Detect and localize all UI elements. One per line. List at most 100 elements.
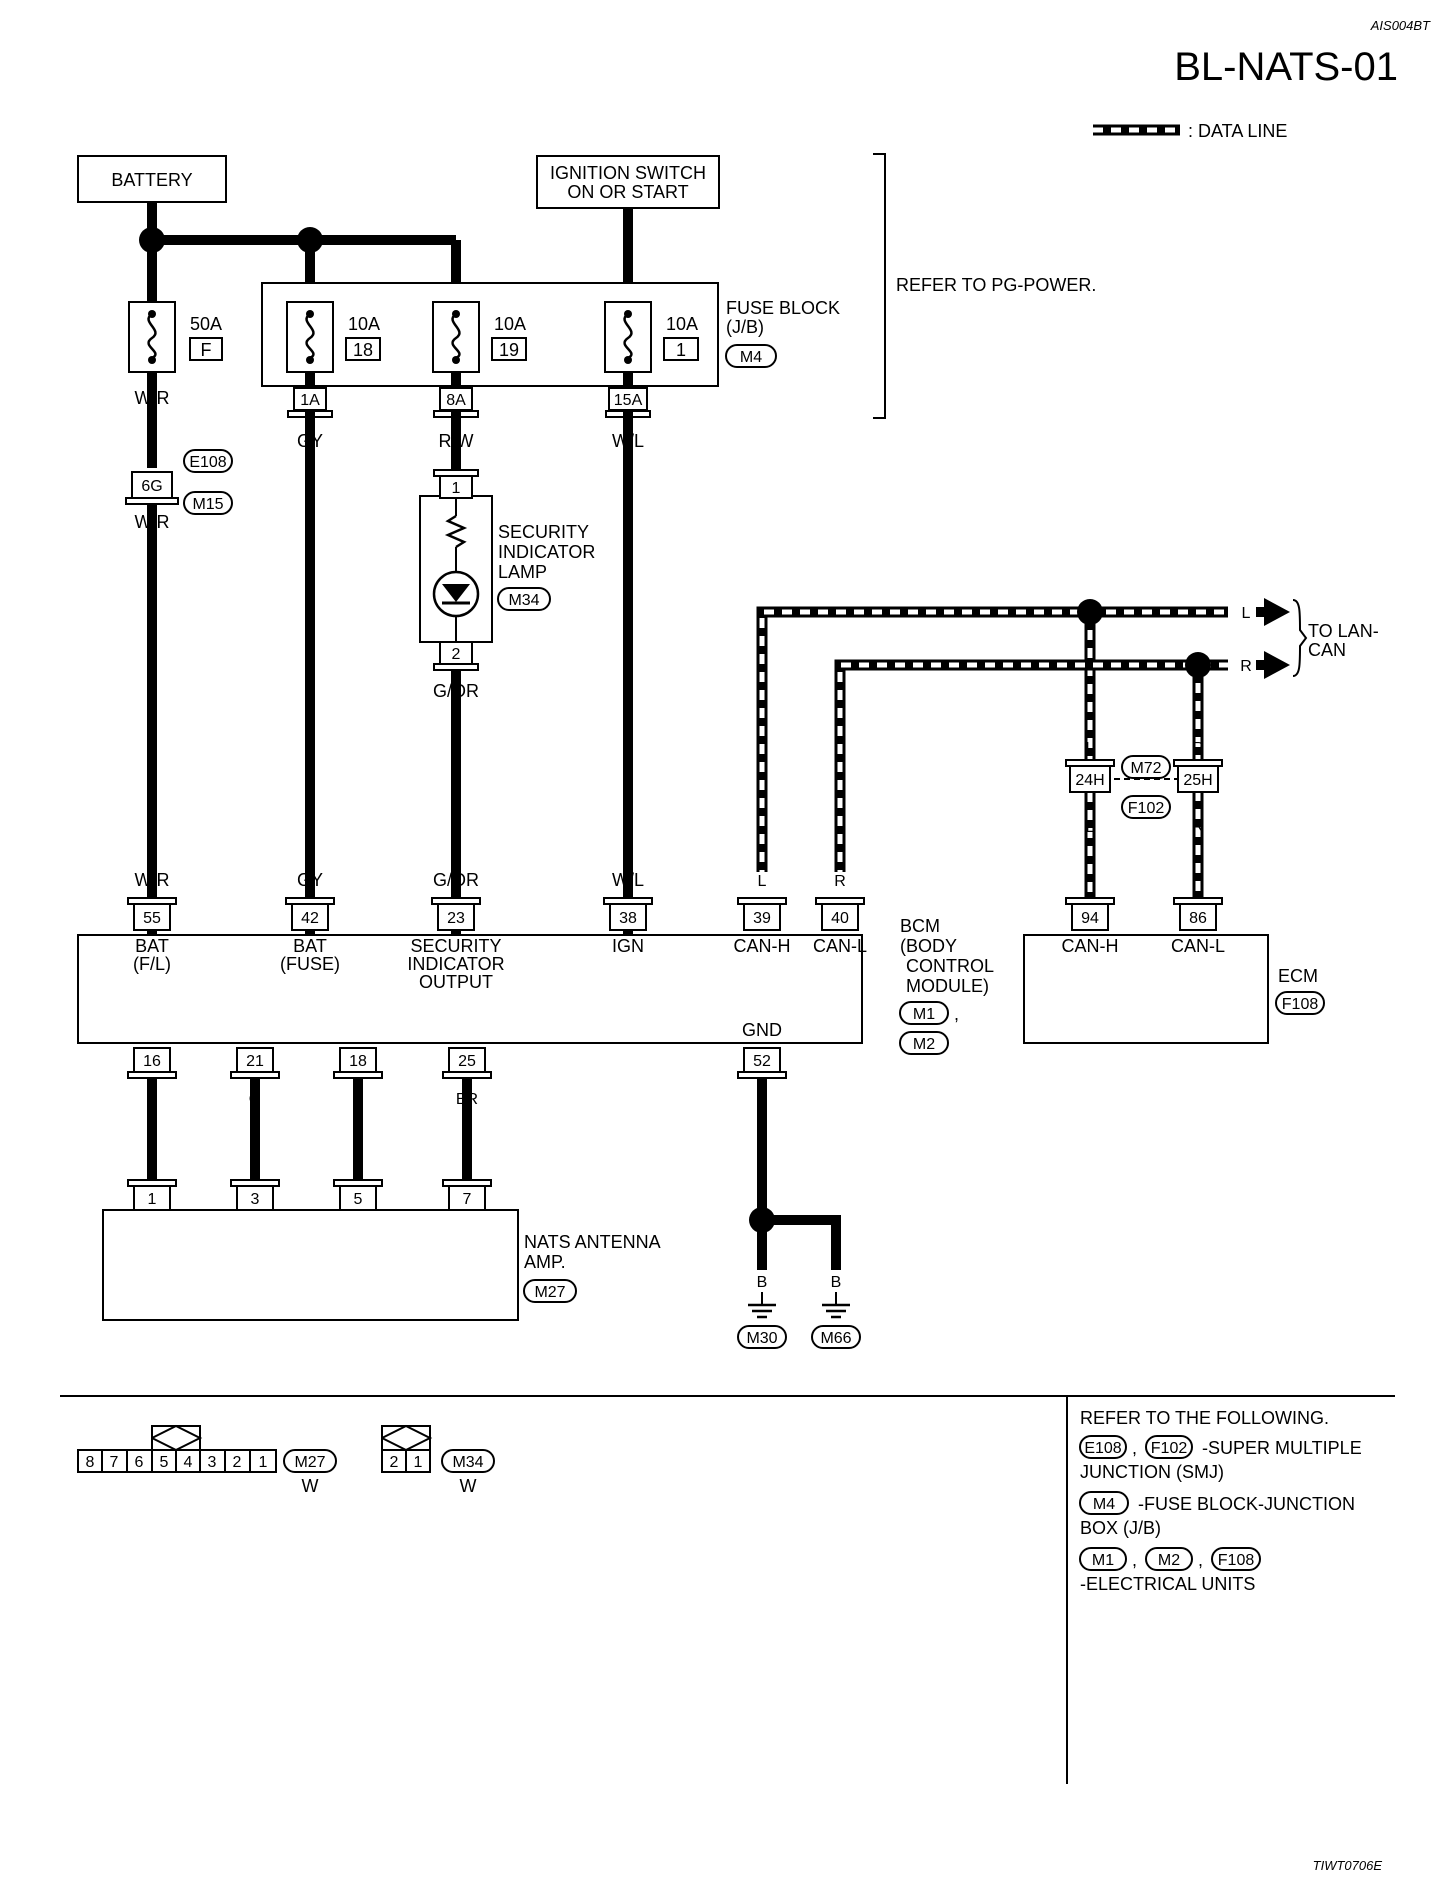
connector-e108: E108 (189, 454, 226, 471)
fuse-18: 10A 18 (286, 301, 381, 373)
svg-text:BOX (J/B): BOX (J/B) (1080, 1518, 1161, 1538)
bcm-pin-55: W/R 55 BAT (F/L) (127, 870, 177, 974)
svg-text:-SUPER MULTIPLE: -SUPER MULTIPLE (1202, 1438, 1362, 1458)
connector-m15: M15 (192, 496, 223, 513)
lamp-label-2: INDICATOR (498, 542, 595, 562)
svg-text:15A: 15A (614, 392, 643, 409)
can-l-wire-label: L (1242, 605, 1251, 622)
to-lan-can-2: CAN (1308, 640, 1346, 660)
svg-text:,: , (1198, 1550, 1203, 1570)
data-line-legend: : DATA LINE (1093, 121, 1287, 141)
refer-title: REFER TO THE FOLLOWING. (1080, 1408, 1329, 1428)
svg-text:86: 86 (1189, 910, 1207, 927)
can-r-wire-label: R (1240, 658, 1252, 675)
wire-color: W/L (612, 431, 644, 451)
nats-pin-7: 7 (442, 1179, 492, 1211)
fuse-block-label-1: FUSE BLOCK (726, 298, 840, 318)
svg-text:L: L (1086, 819, 1095, 836)
svg-text:INDICATOR: INDICATOR (407, 954, 504, 974)
fuse-amp: 10A (348, 314, 380, 334)
svg-text:B: B (831, 1274, 842, 1291)
connector-m30: M30 (746, 1330, 777, 1347)
bcm-pin-39: L 39 CAN-H (734, 872, 791, 956)
ignition-switch-box: IGNITION SWITCH ON OR START (536, 155, 720, 209)
bcm-label-2: (BODY (900, 936, 957, 956)
svg-text:4: 4 (184, 1454, 193, 1471)
svg-text:1: 1 (148, 1191, 157, 1208)
svg-text:6: 6 (135, 1454, 144, 1471)
svg-text:1: 1 (259, 1454, 268, 1471)
bcm-pin-42: GY 42 BAT (FUSE) (280, 870, 340, 974)
wire-color: G/OR (433, 681, 479, 701)
svg-text:W: W (460, 1476, 477, 1496)
joint-terminal-25h: 25H (1183, 772, 1212, 789)
svg-text:BAT: BAT (293, 936, 327, 956)
fuse-number: 19 (499, 340, 519, 360)
bcm-pin-25: 25 BR (442, 1047, 492, 1108)
svg-text:CAN-L: CAN-L (1171, 936, 1225, 956)
ignition-label-1: IGNITION SWITCH (550, 163, 706, 183)
svg-text:3: 3 (208, 1454, 217, 1471)
bcm-module: BCM (BODY CONTROL MODULE) M1 , M2 GND (77, 916, 994, 1055)
bcm-label-1: BCM (900, 916, 940, 936)
svg-text:L: L (1086, 740, 1095, 757)
svg-text:6G: 6G (141, 478, 162, 495)
terminal-8a: 8A R/W (433, 372, 479, 476)
svg-text:25: 25 (458, 1053, 476, 1070)
connector-face-m27: 8 7 6 5 4 3 2 1 M27 W (77, 1424, 337, 1496)
svg-text:23: 23 (447, 910, 465, 927)
svg-text:8A: 8A (446, 392, 466, 409)
bcm-label-4: MODULE) (906, 976, 989, 996)
nats-pin-5: 5 (333, 1179, 383, 1211)
connector-m2: M2 (913, 1036, 935, 1053)
wire-color: W/R (135, 388, 170, 408)
nats-pin-1: 1 (127, 1179, 177, 1211)
arrow-right-icon (1264, 651, 1290, 679)
svg-text:M1: M1 (1092, 1552, 1114, 1569)
ecm-label: ECM (1278, 966, 1318, 986)
lamp-pin-bottom: 2 (452, 646, 461, 663)
svg-text:JUNCTION (SMJ): JUNCTION (SMJ) (1080, 1462, 1224, 1482)
fusible-link-amp: 50A (190, 314, 222, 334)
ecm-pin-94: 94 CAN-H (1062, 897, 1119, 956)
lamp-label-3: LAMP (498, 562, 547, 582)
connector-face-m34: 2 1 M34 W (381, 1424, 495, 1496)
fuse-19: 10A 19 (432, 301, 527, 373)
refer-following-box: REFER TO THE FOLLOWING. E108 , F102 -SUP… (1079, 1408, 1362, 1594)
svg-text:(F/L): (F/L) (133, 954, 171, 974)
svg-text:16: 16 (143, 1053, 161, 1070)
bcm-gnd-label: GND (742, 1020, 782, 1040)
bcm-pin-23: G/OR 23 SECURITY INDICATOR OUTPUT (407, 870, 504, 992)
ground-icon: M30 (737, 1303, 787, 1349)
svg-text:18: 18 (349, 1053, 367, 1070)
doc-code: AIS004BT (1370, 18, 1431, 33)
ecm-pin-86: 86 CAN-L (1171, 897, 1225, 956)
connector-m72: M72 (1130, 760, 1161, 777)
ground-icon: M66 (811, 1303, 861, 1349)
svg-text:1A: 1A (300, 392, 320, 409)
svg-text:-FUSE BLOCK-JUNCTION: -FUSE BLOCK-JUNCTION (1138, 1494, 1355, 1514)
svg-text:94: 94 (1081, 910, 1099, 927)
junction-dot (1185, 652, 1211, 678)
bcm-pin-21: 21 G (230, 1047, 280, 1108)
arrow-right-icon (1264, 598, 1290, 626)
to-lan-can-1: TO LAN- (1308, 621, 1379, 641)
svg-text:55: 55 (143, 910, 161, 927)
connector-m66: M66 (820, 1330, 851, 1347)
svg-text:IGN: IGN (612, 936, 644, 956)
svg-text:OUTPUT: OUTPUT (419, 972, 493, 992)
nats-label-2: AMP. (524, 1252, 566, 1272)
fusible-link-50a: 50A F (128, 301, 223, 373)
footer-code: TIWT0706E (1313, 1858, 1383, 1873)
svg-text:2: 2 (390, 1454, 399, 1471)
svg-text:E108: E108 (1084, 1440, 1121, 1457)
svg-text:CAN-L: CAN-L (813, 936, 867, 956)
fuse-1: 10A 1 (604, 301, 699, 373)
svg-text:M27: M27 (294, 1454, 325, 1471)
joint-terminal-24h: 24H (1075, 772, 1104, 789)
lamp-connector: M34 (508, 592, 539, 609)
page-title: BL-NATS-01 (1174, 45, 1398, 89)
connector-m27: M27 (534, 1284, 565, 1301)
fuse-block-connector: M4 (740, 349, 762, 366)
